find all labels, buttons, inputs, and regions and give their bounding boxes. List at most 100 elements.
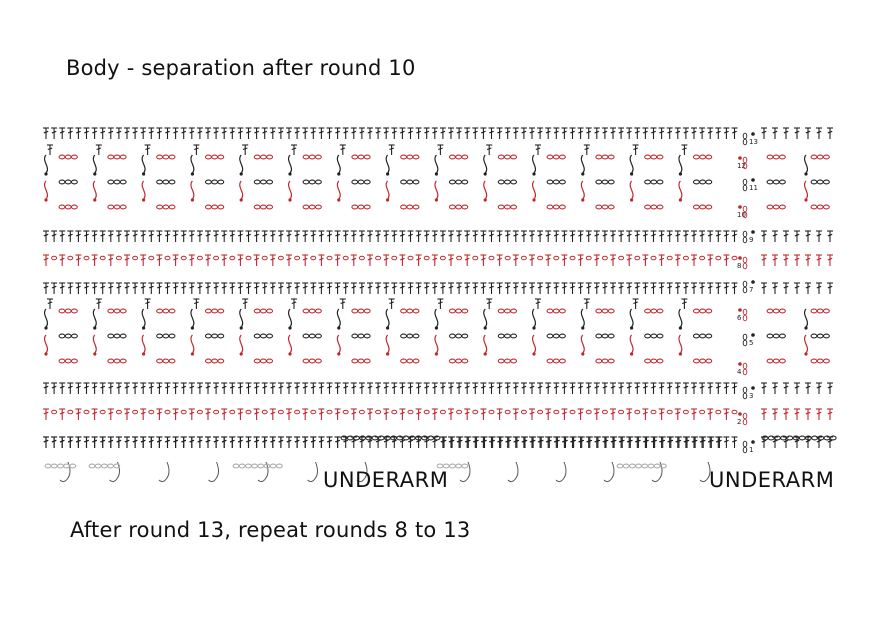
chain-icon (162, 308, 170, 314)
chain-icon (488, 409, 495, 415)
chain-icon (810, 308, 818, 314)
double-crochet-icon (658, 230, 665, 242)
double-crochet-icon (367, 127, 373, 139)
double-crochet-icon (277, 436, 284, 448)
chain-icon (607, 179, 615, 185)
start-hook-icon (699, 461, 711, 483)
long-stitch-icon (287, 180, 293, 200)
chain-icon (682, 255, 689, 261)
double-crochet-icon (512, 408, 519, 420)
chain-icon (595, 308, 603, 314)
chain-icon (731, 255, 738, 261)
chain-icon (742, 392, 748, 400)
chain-icon (822, 179, 830, 185)
chain-icon (742, 314, 748, 322)
chain-icon (552, 333, 560, 339)
round-start-dot (751, 178, 755, 182)
chain-icon (423, 409, 430, 415)
chain-icon (406, 204, 414, 210)
chain-icon (400, 204, 408, 210)
double-crochet-icon (367, 408, 373, 420)
underarm-label-left: UNDERARM (323, 468, 449, 492)
double-crochet-icon (601, 436, 608, 448)
chain-icon (211, 333, 219, 339)
double-crochet-icon (334, 127, 341, 139)
long-stitch-icon (141, 180, 146, 200)
chain-icon (308, 358, 316, 364)
double-crochet-icon (583, 298, 590, 309)
chain-icon (400, 154, 408, 160)
double-crochet-icon (229, 382, 236, 394)
double-crochet-icon (205, 254, 211, 266)
double-crochet-icon (642, 254, 649, 266)
double-crochet-icon (99, 436, 106, 448)
double-crochet-icon (261, 127, 268, 139)
chain-icon (358, 255, 365, 261)
chain-icon (148, 255, 155, 261)
chain-icon (113, 333, 121, 339)
double-crochet-icon (277, 127, 284, 139)
double-crochet-icon (95, 144, 102, 155)
double-crochet-icon (148, 282, 155, 294)
double-crochet-icon (431, 230, 438, 242)
chain-icon (705, 204, 713, 210)
double-crochet-icon (529, 127, 535, 139)
chain-icon (107, 204, 115, 210)
double-crochet-icon (294, 382, 301, 394)
chain-icon (70, 154, 78, 160)
slip-stitch-icon (630, 352, 634, 356)
double-crochet-icon (237, 230, 244, 242)
double-crochet-icon (43, 436, 49, 448)
chain-icon (656, 308, 664, 314)
chain-icon (816, 308, 824, 314)
round-number-8: 8 (737, 262, 741, 270)
double-crochet-icon (496, 230, 503, 242)
double-crochet-icon (731, 230, 738, 242)
chain-icon (742, 211, 748, 219)
double-crochet-icon (618, 382, 625, 394)
double-crochet-icon (827, 282, 833, 294)
double-crochet-icon (415, 230, 422, 242)
double-crochet-icon (75, 382, 82, 394)
chain-icon (180, 255, 187, 261)
long-stitch-icon (239, 154, 244, 174)
slip-stitch-icon (678, 352, 683, 356)
double-crochet-icon (132, 436, 139, 448)
chain-icon (742, 162, 748, 170)
double-crochet-icon (464, 127, 471, 139)
double-crochet-icon (148, 382, 155, 394)
double-crochet-icon (772, 408, 778, 420)
double-crochet-icon (237, 127, 244, 139)
double-crochet-icon (535, 144, 541, 155)
chain-icon (168, 358, 176, 364)
double-crochet-icon (723, 127, 730, 139)
chain-icon (650, 409, 657, 415)
chain-icon (168, 154, 176, 160)
double-crochet-icon (156, 254, 163, 266)
double-crochet-icon (715, 382, 722, 394)
double-crochet-icon (488, 230, 495, 242)
chain-icon (196, 255, 203, 261)
slip-stitch-icon (337, 352, 341, 356)
double-crochet-icon (585, 382, 592, 394)
round-number-7: 7 (749, 286, 753, 294)
double-crochet-icon (520, 282, 527, 294)
double-crochet-icon (188, 254, 195, 266)
double-crochet-icon (261, 230, 268, 242)
start-hook-icon (208, 461, 219, 483)
chain-icon (503, 333, 511, 339)
long-stitch-icon (580, 154, 585, 174)
slip-stitch-icon (386, 352, 390, 356)
double-crochet-icon (716, 436, 723, 448)
double-crochet-icon (577, 127, 584, 139)
chain-icon (148, 409, 155, 415)
chain-icon (259, 358, 267, 364)
chain-icon (553, 255, 560, 261)
double-crochet-icon (456, 282, 463, 294)
chain-icon (742, 308, 748, 316)
chain-icon (213, 409, 220, 415)
double-crochet-icon (245, 382, 252, 394)
double-crochet-icon (291, 298, 297, 309)
slip-stitch-icon (804, 198, 808, 202)
double-crochet-icon (561, 230, 568, 242)
